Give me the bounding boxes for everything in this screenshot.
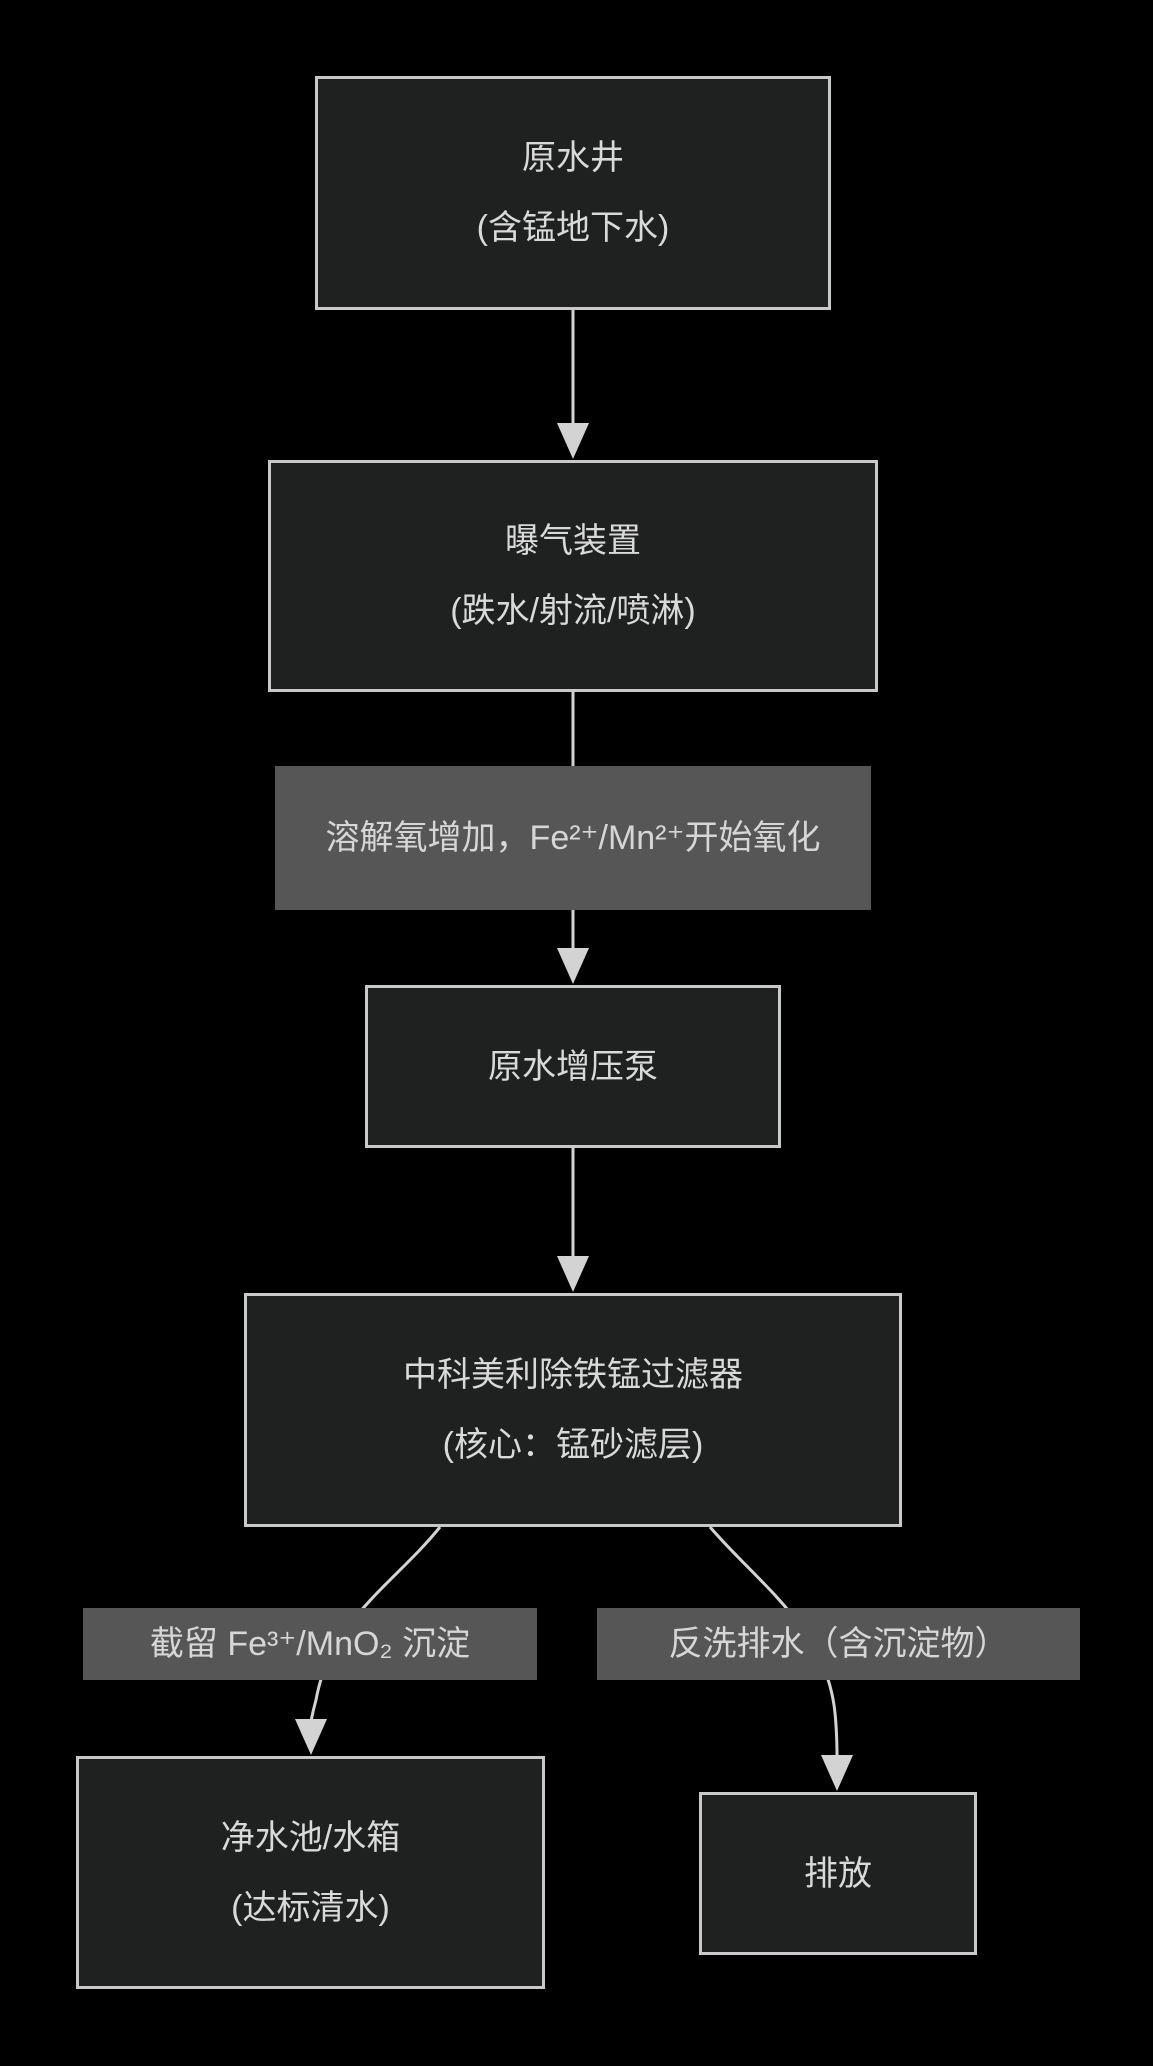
node-booster-pump-line1: 原水增压泵	[488, 1047, 658, 1086]
arrowhead-filter-to-discharge-icon	[821, 1755, 853, 1791]
node-aeration-line2: (跌水/射流/喷淋)	[450, 592, 696, 630]
edge-label-oxidation: 溶解氧增加，Fe²⁺/Mn²⁺开始氧化	[275, 766, 871, 910]
arrowhead-raw-well-to-aeration-icon	[557, 423, 589, 459]
node-filter-line1: 中科美利除铁锰过滤器	[403, 1356, 743, 1394]
node-discharge-line1: 排放	[804, 1854, 872, 1893]
node-discharge: 排放	[699, 1792, 977, 1955]
node-aeration: 曝气装置 (跌水/射流/喷淋)	[268, 460, 878, 692]
node-booster-pump: 原水增压泵	[365, 985, 781, 1148]
node-raw-well-line1: 原水井	[522, 139, 624, 177]
arrowhead-aeration-to-booster-pump-icon	[557, 948, 589, 984]
node-clean-tank-line1: 净水池/水箱	[220, 1818, 401, 1857]
node-aeration-line1: 曝气装置	[505, 522, 641, 560]
arrowhead-booster-pump-to-filter-icon	[557, 1256, 589, 1292]
node-clean-tank: 净水池/水箱 (达标清水)	[76, 1756, 545, 1989]
node-raw-well: 原水井 (含锰地下水)	[315, 76, 831, 310]
node-raw-well-line2: (含锰地下水)	[476, 209, 670, 247]
node-filter-line2: (核心：锰砂滤层)	[442, 1426, 704, 1464]
arrowhead-filter-to-clean-tank-icon	[295, 1719, 327, 1755]
edge-label-interception: 截留 Fe³⁺/MnO₂ 沉淀	[83, 1608, 537, 1680]
node-clean-tank-line2: (达标清水)	[231, 1888, 390, 1927]
node-filter: 中科美利除铁锰过滤器 (核心：锰砂滤层)	[244, 1293, 902, 1527]
edge-label-backwash: 反洗排水（含沉淀物）	[597, 1608, 1080, 1680]
